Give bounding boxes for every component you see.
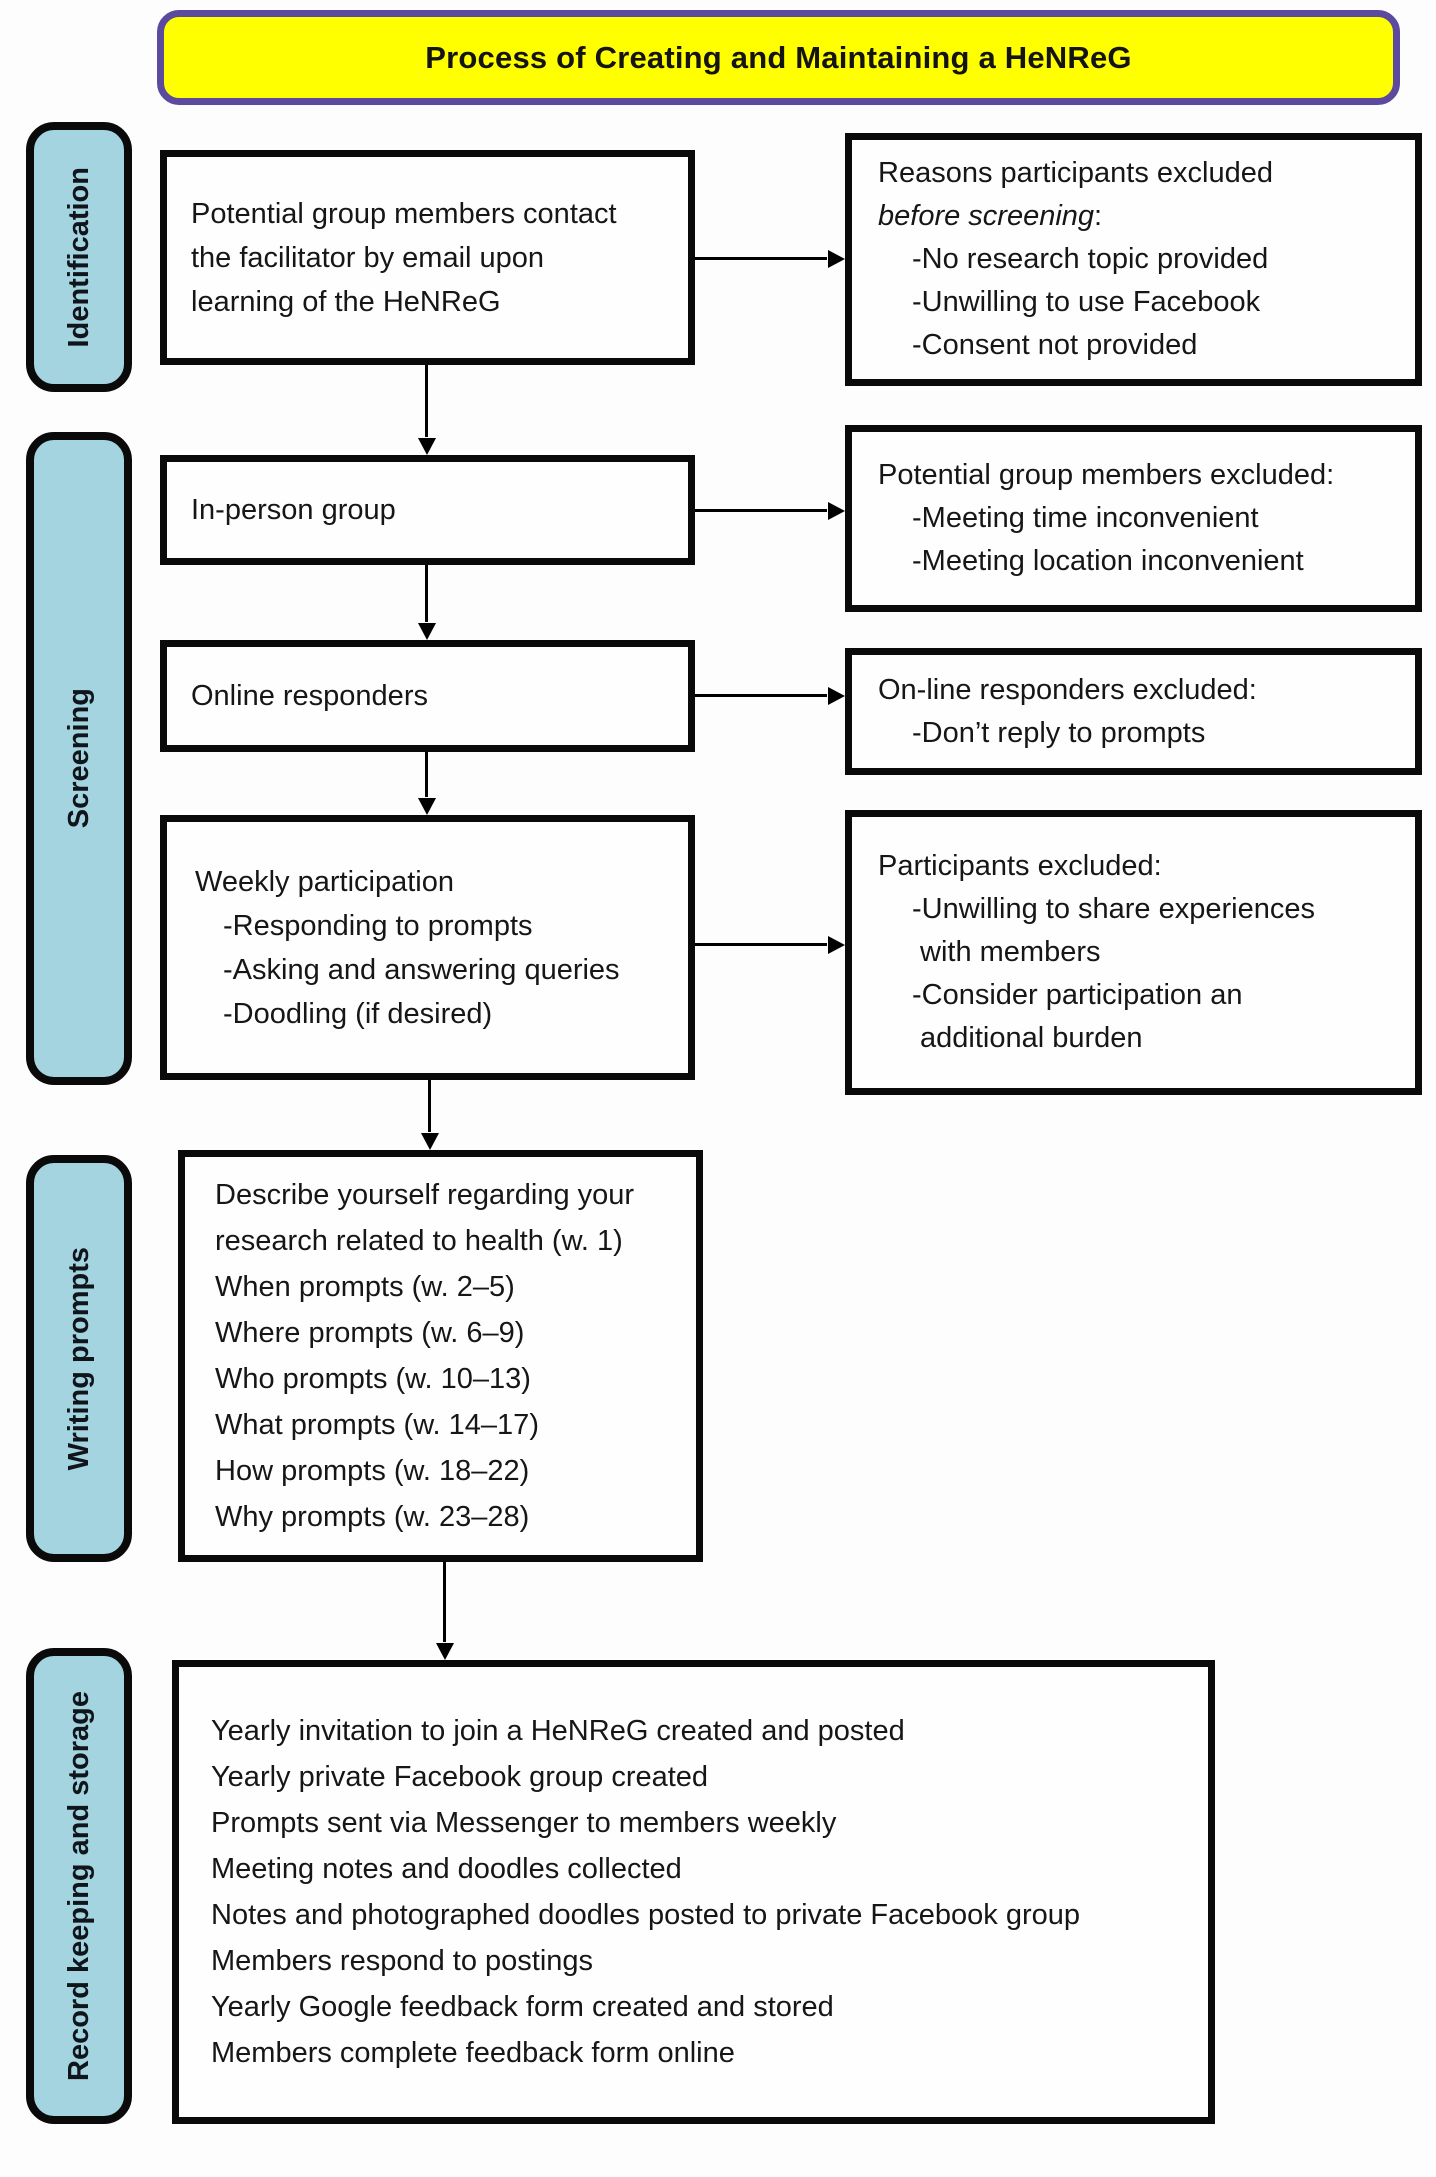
arrow-online-to-excluded xyxy=(695,694,827,697)
prompts-line: Describe yourself regarding your xyxy=(215,1179,635,1211)
page-title: Process of Creating and Maintaining a He… xyxy=(425,39,1132,75)
inperson-excluded-heading: Potential group members excluded: xyxy=(878,459,1335,491)
arrow-online-to-weekly xyxy=(425,752,428,797)
weekly-bullet: -Asking and answering queries xyxy=(223,953,620,986)
prompts-line: Where prompts (w. 6–9) xyxy=(215,1317,525,1349)
record-line: Meeting notes and doodles collected xyxy=(211,1853,682,1885)
arrow-prompts-to-record xyxy=(443,1562,446,1642)
participants-excluded-bullet-cont: additional burden xyxy=(920,1022,1143,1054)
record-line: Yearly invitation to join a HeNReG creat… xyxy=(211,1715,905,1747)
arrow-contact-to-before-screening xyxy=(695,257,827,260)
participants-excluded-heading: Participants excluded: xyxy=(878,850,1162,882)
stage-label-screening: Screening xyxy=(26,432,132,1085)
before-screening-heading: Reasons participants excluded xyxy=(878,157,1273,189)
flow-box-contact: Potential group members contact the faci… xyxy=(160,150,695,365)
record-line: Notes and photographed doodles posted to… xyxy=(211,1899,1081,1931)
prompts-line: What prompts (w. 14–17) xyxy=(215,1409,539,1441)
participants-excluded-bullet-cont: with members xyxy=(920,936,1101,968)
arrow-inperson-to-excluded xyxy=(695,509,827,512)
participants-excluded-bullet: -Consider participation an xyxy=(912,979,1243,1011)
inperson-group-label: In-person group xyxy=(191,494,396,526)
stage-label-writing-prompts-text: Writing prompts xyxy=(62,1246,95,1471)
prompts-line: How prompts (w. 18–22) xyxy=(215,1455,530,1487)
prompts-line: Why prompts (w. 23–28) xyxy=(215,1501,530,1533)
arrow-weekly-to-excluded xyxy=(695,943,827,946)
stage-label-screening-text: Screening xyxy=(62,688,95,829)
inperson-excluded-bullet: -Meeting time inconvenient xyxy=(912,502,1259,534)
flow-box-weekly-participation: Weekly participation -Responding to prom… xyxy=(160,815,695,1080)
record-line: Yearly private Facebook group created xyxy=(211,1761,709,1793)
flow-box-record-keeping: Yearly invitation to join a HeNReG creat… xyxy=(172,1660,1215,2124)
exclusion-box-inperson: Potential group members excluded: -Meeti… xyxy=(845,425,1422,612)
weekly-heading: Weekly participation xyxy=(195,865,454,898)
exclusion-box-before-screening: Reasons participants excluded before scr… xyxy=(845,133,1422,386)
contact-line: the facilitator by email upon xyxy=(191,241,545,274)
contact-line: Potential group members contact xyxy=(191,197,617,230)
weekly-bullet: -Responding to prompts xyxy=(223,909,533,942)
stage-label-record-keeping: Record keeping and storage xyxy=(26,1648,132,2124)
record-line: Members complete feedback form online xyxy=(211,2037,735,2069)
record-line: Prompts sent via Messenger to members we… xyxy=(211,1807,837,1839)
title-banner: Process of Creating and Maintaining a He… xyxy=(157,10,1400,105)
prompts-line: When prompts (w. 2–5) xyxy=(215,1271,515,1303)
record-line: Members respond to postings xyxy=(211,1945,594,1977)
participants-excluded-bullet: -Unwilling to share experiences xyxy=(912,893,1315,925)
online-excluded-heading: On-line responders excluded: xyxy=(878,673,1257,706)
prompts-line: research related to health (w. 1) xyxy=(215,1225,623,1257)
online-excluded-bullet: -Don’t reply to prompts xyxy=(912,716,1206,749)
online-responders-label: Online responders xyxy=(191,680,428,712)
record-line: Yearly Google feedback form created and … xyxy=(211,1991,834,2023)
before-screening-subheading: before screening: xyxy=(878,200,1103,232)
flow-box-writing-prompts: Describe yourself regarding your researc… xyxy=(178,1150,703,1562)
flow-box-inperson-group: In-person group xyxy=(160,455,695,565)
prompts-line: Who prompts (w. 10–13) xyxy=(215,1363,531,1395)
before-screening-bullet: -Consent not provided xyxy=(912,329,1198,361)
stage-label-identification: Identification xyxy=(26,122,132,392)
arrow-inperson-to-online xyxy=(425,565,428,622)
contact-line: learning of the HeNReG xyxy=(191,285,501,318)
exclusion-box-online: On-line responders excluded: -Don’t repl… xyxy=(845,648,1422,775)
stage-label-record-keeping-text: Record keeping and storage xyxy=(62,1691,95,2081)
exclusion-box-weekly: Participants excluded: -Unwilling to sha… xyxy=(845,810,1422,1095)
arrow-weekly-to-prompts xyxy=(428,1080,431,1132)
flow-box-online-responders: Online responders xyxy=(160,640,695,752)
stage-label-writing-prompts: Writing prompts xyxy=(26,1155,132,1562)
before-screening-bullet: -Unwilling to use Facebook xyxy=(912,286,1261,318)
weekly-bullet: -Doodling (if desired) xyxy=(223,997,493,1030)
stage-label-identification-text: Identification xyxy=(62,166,95,348)
inperson-excluded-bullet: -Meeting location inconvenient xyxy=(912,545,1304,577)
before-screening-bullet: -No research topic provided xyxy=(912,243,1269,275)
arrow-contact-to-inperson xyxy=(425,365,428,437)
